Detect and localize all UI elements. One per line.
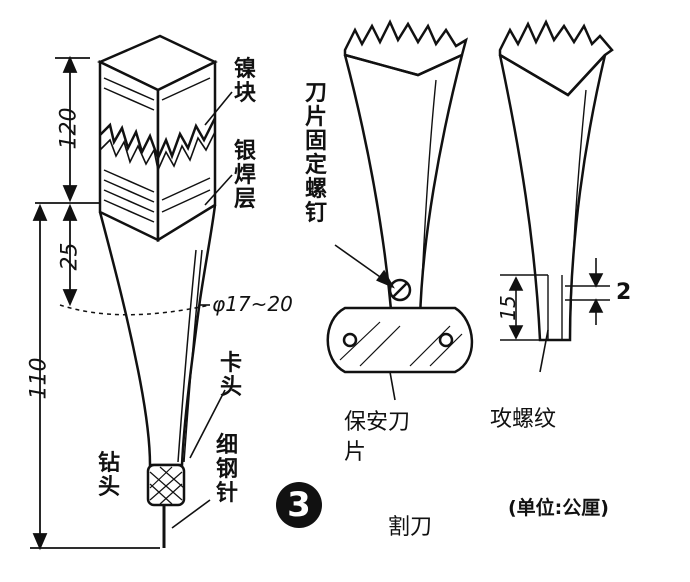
dim-diameter: φ17~20 xyxy=(212,292,293,316)
dim-block-height: 120 xyxy=(56,107,82,150)
dimension-lines xyxy=(30,55,160,551)
dim-neck-length: 25 xyxy=(57,242,83,271)
figure-caption: 割刀 xyxy=(388,515,433,540)
dim-thread-length: 15 xyxy=(496,295,520,321)
label-drill-bit: 钻头 xyxy=(97,451,120,500)
figure-number-badge: 3 xyxy=(276,482,322,528)
label-blade-fixing-screw: 刀片固定螺钉 xyxy=(304,81,327,226)
leader-lines xyxy=(171,91,233,529)
label-tapping-thread: 攻螺纹 xyxy=(490,407,557,432)
label-chuck: 卡头 xyxy=(219,351,242,400)
block-hatching xyxy=(103,77,211,223)
blade-holder-top xyxy=(343,19,469,77)
label-nickel-block: 镍块 xyxy=(233,57,256,106)
dim-shaft-length: 110 xyxy=(26,357,52,400)
tapered-shaft xyxy=(98,204,217,467)
unit-note: (单位:公厘) xyxy=(508,497,609,519)
silver-solder-seam xyxy=(99,117,217,162)
label-safety-blade: 保安刀片 xyxy=(344,410,411,465)
tapped-holder-top xyxy=(498,19,614,97)
label-silver-solder-layer: 银焊层 xyxy=(233,139,256,212)
dim-thread-offset: 2 xyxy=(616,280,632,305)
tapped-holder-shaft xyxy=(498,54,607,342)
safety-blade-plate xyxy=(326,306,474,374)
drill-chuck xyxy=(146,463,186,507)
label-fine-steel-needle: 细钢针 xyxy=(215,433,238,506)
diameter-section xyxy=(59,304,211,316)
